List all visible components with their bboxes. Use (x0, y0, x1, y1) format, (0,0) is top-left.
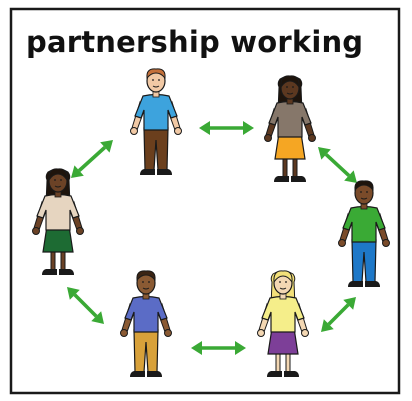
person-bottom-left-hand-right (164, 329, 172, 337)
person-top-right-eye-left (286, 86, 288, 88)
person-top-left-hand-right (174, 127, 182, 135)
person-left-hand-left (32, 227, 40, 235)
person-bottom-left-eye-left (142, 281, 144, 283)
person-bottom-left-hair (136, 270, 156, 282)
arrow-shaft (324, 153, 351, 177)
diagram-title: partnership working (26, 25, 364, 59)
person-bottom-right-hand-left (257, 329, 265, 337)
arrow-head (321, 319, 334, 332)
person-left-shirt (36, 193, 80, 231)
person-bottom-left-shirt (124, 295, 168, 333)
people-group (32, 68, 390, 377)
arrow-head (343, 297, 356, 310)
person-left-mouth (54, 185, 62, 188)
person-top-right-hand-left (264, 134, 272, 142)
arrow-shaft (327, 303, 350, 326)
double-arrow-3 (321, 297, 356, 332)
arrow-head (191, 341, 202, 355)
person-right-shirt (342, 205, 386, 243)
arrow-shaft (210, 126, 243, 130)
person-right-hand-left (338, 239, 346, 247)
person-bottom-right-hand-right (301, 329, 309, 337)
person-top-left-eye-left (152, 79, 154, 81)
arrows-group (67, 121, 357, 355)
person-left-shoe-left (42, 269, 57, 275)
person-top-right-shirt (268, 100, 312, 138)
arrow-head (91, 311, 104, 324)
double-arrow-5 (67, 287, 104, 324)
person-bottom-left-eye-right (148, 281, 150, 283)
person-top-left-hair (146, 68, 166, 80)
person-bottom-right-eye-right (285, 281, 287, 283)
person-top-left-shoe-left (140, 169, 155, 175)
arrow-head (344, 170, 357, 183)
arrow-shaft (202, 346, 235, 350)
person-top-right-shoe-left (274, 176, 289, 182)
person-bottom-right (257, 270, 309, 377)
person-top-left (130, 68, 182, 175)
person-bottom-right-shoe-right (284, 371, 299, 377)
arrow-head (100, 140, 113, 153)
arrow-shaft (77, 146, 107, 172)
person-bottom-left-shoe-left (130, 371, 145, 377)
arrow-head (199, 121, 210, 135)
arrow-head (67, 287, 80, 300)
person-bottom-right-shirt (261, 295, 305, 333)
person-top-right-hand-right (308, 134, 316, 142)
person-left-shoe-right (59, 269, 74, 275)
person-bottom-left-hand-left (120, 329, 128, 337)
arrow-head (243, 121, 254, 135)
person-right-eye-right (366, 191, 368, 193)
person-bottom-left-mouth (142, 287, 150, 290)
person-bottom-right-shoe-left (267, 371, 282, 377)
person-left-hand-right (76, 227, 84, 235)
double-arrow-4 (191, 341, 246, 355)
person-left-hair (48, 168, 68, 182)
person-left-eye-right (60, 179, 62, 181)
person-top-right-eye-right (292, 86, 294, 88)
person-right-shoe-left (348, 281, 363, 287)
double-arrow-1 (199, 121, 254, 135)
person-bottom-right-hair (273, 270, 293, 284)
person-top-left-shirt (134, 93, 178, 131)
frame-border (9, 7, 401, 395)
person-bottom-right-mouth (279, 287, 287, 290)
person-left (32, 168, 84, 275)
person-top-right-shoe-right (291, 176, 306, 182)
person-bottom-left (120, 270, 172, 377)
double-arrow-6 (71, 140, 113, 178)
person-top-left-hand-left (130, 127, 138, 135)
person-right-shoe-right (365, 281, 380, 287)
arrow-shaft (73, 293, 98, 318)
person-top-left-eye-right (158, 79, 160, 81)
person-top-right-mouth (286, 92, 294, 95)
person-top-right (264, 75, 316, 182)
person-right-hair (354, 180, 374, 192)
person-right-eye-left (360, 191, 362, 193)
person-right (338, 180, 390, 287)
arrow-head (235, 341, 246, 355)
person-top-left-mouth (152, 85, 160, 88)
person-right-hand-right (382, 239, 390, 247)
person-right-mouth (360, 197, 368, 200)
person-top-left-shoe-right (157, 169, 172, 175)
arrow-head (71, 165, 84, 178)
person-top-right-hair (280, 75, 300, 89)
person-bottom-left-shoe-right (147, 371, 162, 377)
arrow-head (318, 147, 331, 160)
person-bottom-right-eye-left (279, 281, 281, 283)
double-arrow-2 (318, 147, 357, 183)
person-left-eye-left (54, 179, 56, 181)
